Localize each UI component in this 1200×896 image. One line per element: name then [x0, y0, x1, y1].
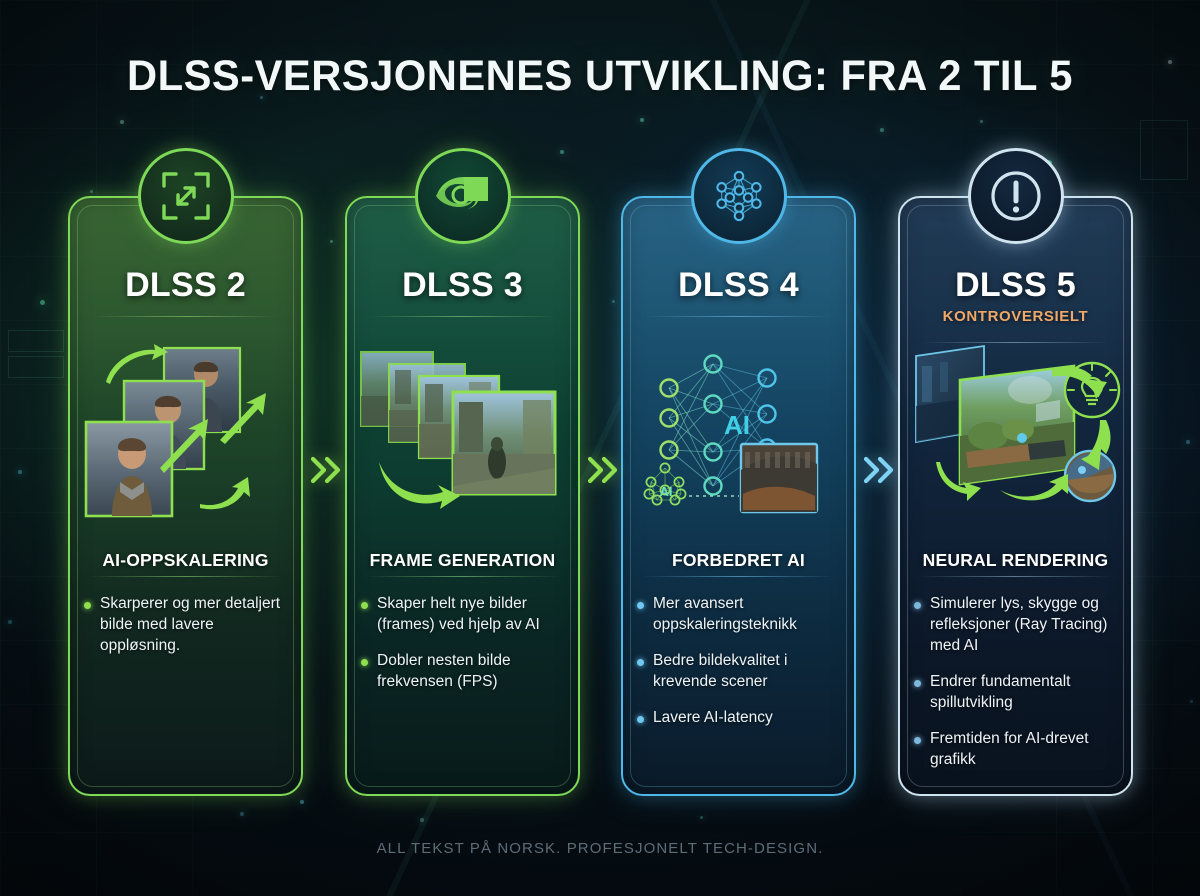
card-content: DLSS 5 KONTROVERSIELT [900, 198, 1131, 794]
illustration-svg: AI AI [643, 354, 819, 514]
card-surface: DLSS 5 KONTROVERSIELT [898, 196, 1133, 796]
connector-arrow-1 [303, 448, 347, 492]
card-divider [369, 316, 556, 317]
illustration-svg [84, 344, 266, 518]
card-surface: DLSS 2 [68, 196, 303, 796]
bullet-dot-icon [914, 736, 921, 744]
bullet-item: Simulerer lys, skygge og refleksjoner (R… [914, 594, 1121, 657]
illustration-svg [360, 351, 557, 509]
connector-arrow-2 [580, 448, 624, 492]
card-bullet-list: Simulerer lys, skygge og refleksjoner (R… [914, 594, 1121, 785]
card-divider [922, 342, 1109, 343]
bullet-item: Mer avansert oppskaleringsteknikk [637, 594, 844, 636]
card-dlss-4[interactable]: DLSS 4 AI AI FORBEDRET AI Mer avans [621, 148, 856, 796]
bullet-item: Fremtiden for AI-drevet grafikk [914, 729, 1121, 771]
bullet-text: Endrer fundamentalt spillutvikling [930, 672, 1071, 711]
card-dlss-2[interactable]: DLSS 2 [68, 148, 303, 796]
card-badge-expand-arrows-icon[interactable] [137, 148, 234, 244]
bullet-item: Skarperer og mer detaljert bilde med lav… [84, 594, 291, 657]
card-section-title: AI-OPPSKALERING [102, 550, 269, 570]
card-bullet-list: Mer avansert oppskaleringsteknikk Bedre … [637, 594, 844, 744]
card-section-divider [918, 576, 1113, 577]
bullet-dot-icon [361, 602, 368, 609]
card-section-title: FORBEDRET AI [671, 550, 805, 570]
card-bullet-list: Skarperer og mer detaljert bilde med lav… [84, 594, 291, 672]
illustration-svg [915, 344, 1121, 503]
card-version-title: DLSS 5 [955, 266, 1076, 304]
card-version-title: DLSS 3 [402, 266, 523, 304]
bullet-text: Skaper helt nye bilder (frames) ved hjel… [377, 595, 540, 633]
bullet-dot-icon [84, 602, 91, 609]
card-badge-nvidia-eye-logo-icon[interactable] [414, 148, 511, 244]
card-dlss-5[interactable]: DLSS 5 KONTROVERSIELT [898, 148, 1133, 796]
card-badge-neural-network-icon[interactable] [690, 148, 787, 244]
bullet-item: Dobler nesten bilde frekvensen (FPS) [361, 651, 568, 693]
card-section-divider [365, 576, 560, 577]
bullet-dot-icon [637, 602, 644, 609]
bullet-item: Lavere AI-latency [637, 708, 844, 729]
card-illustration: AI AI [633, 344, 844, 520]
bullet-dot-icon [637, 715, 644, 723]
card-illustration [910, 344, 1121, 520]
card-divider [645, 316, 832, 317]
bullet-text: Skarperer og mer detaljert bilde med lav… [100, 595, 281, 654]
bullet-text: Lavere AI-latency [653, 708, 773, 726]
footer-note: ALL TEKST PÅ NORSK. PROFESJONELT TECH-DE… [376, 840, 824, 857]
bullet-item: Endrer fundamentalt spillutvikling [914, 672, 1121, 714]
bullet-item: Bedre bildekvalitet i krevende scener [637, 651, 844, 693]
card-content: DLSS 2 [70, 198, 301, 794]
card-section-title: NEURAL RENDERING [922, 550, 1109, 570]
card-version-title: DLSS 4 [678, 266, 799, 304]
bullet-text: Dobler nesten bilde frekvensen (FPS) [377, 651, 511, 690]
card-illustration [80, 344, 291, 520]
card-divider [92, 316, 279, 317]
bullet-dot-icon [361, 658, 368, 666]
bullet-dot-icon [914, 602, 921, 609]
card-section-title: FRAME GENERATION [369, 550, 556, 570]
svg-text:AI: AI [724, 410, 750, 440]
card-dlss-3[interactable]: DLSS 3 [345, 148, 580, 796]
card-badge-warning-exclamation-icon[interactable] [967, 148, 1064, 244]
svg-text:AI: AI [660, 484, 673, 499]
bullet-item: Skaper helt nye bilder (frames) ved hjel… [361, 594, 568, 636]
bullet-dot-icon [914, 679, 921, 687]
card-section-divider [88, 576, 283, 577]
bullet-text: Fremtiden for AI-drevet grafikk [930, 729, 1089, 768]
card-illustration [357, 344, 568, 520]
card-section-divider [641, 576, 836, 577]
card-surface: DLSS 4 AI AI FORBEDRET AI Mer avans [621, 196, 856, 796]
card-version-title: DLSS 2 [125, 266, 246, 304]
bullet-text: Simulerer lys, skygge og refleksjoner (R… [930, 595, 1108, 654]
connector-arrow-3 [856, 448, 900, 492]
card-bullet-list: Skaper helt nye bilder (frames) ved hjel… [361, 594, 568, 708]
card-content: DLSS 4 AI AI FORBEDRET AI Mer avans [623, 198, 854, 794]
bullet-text: Bedre bildekvalitet i krevende scener [653, 651, 788, 690]
bullet-dot-icon [637, 658, 644, 666]
bullet-text: Mer avansert oppskaleringsteknikk [653, 595, 797, 633]
card-content: DLSS 3 [347, 198, 578, 794]
card-subtitle-badge: KONTROVERSIELT [942, 308, 1089, 325]
card-surface: DLSS 3 [345, 196, 580, 796]
page-title: DLSS-VERSJONENES UTVIKLING: FRA 2 TIL 5 [127, 52, 1073, 100]
